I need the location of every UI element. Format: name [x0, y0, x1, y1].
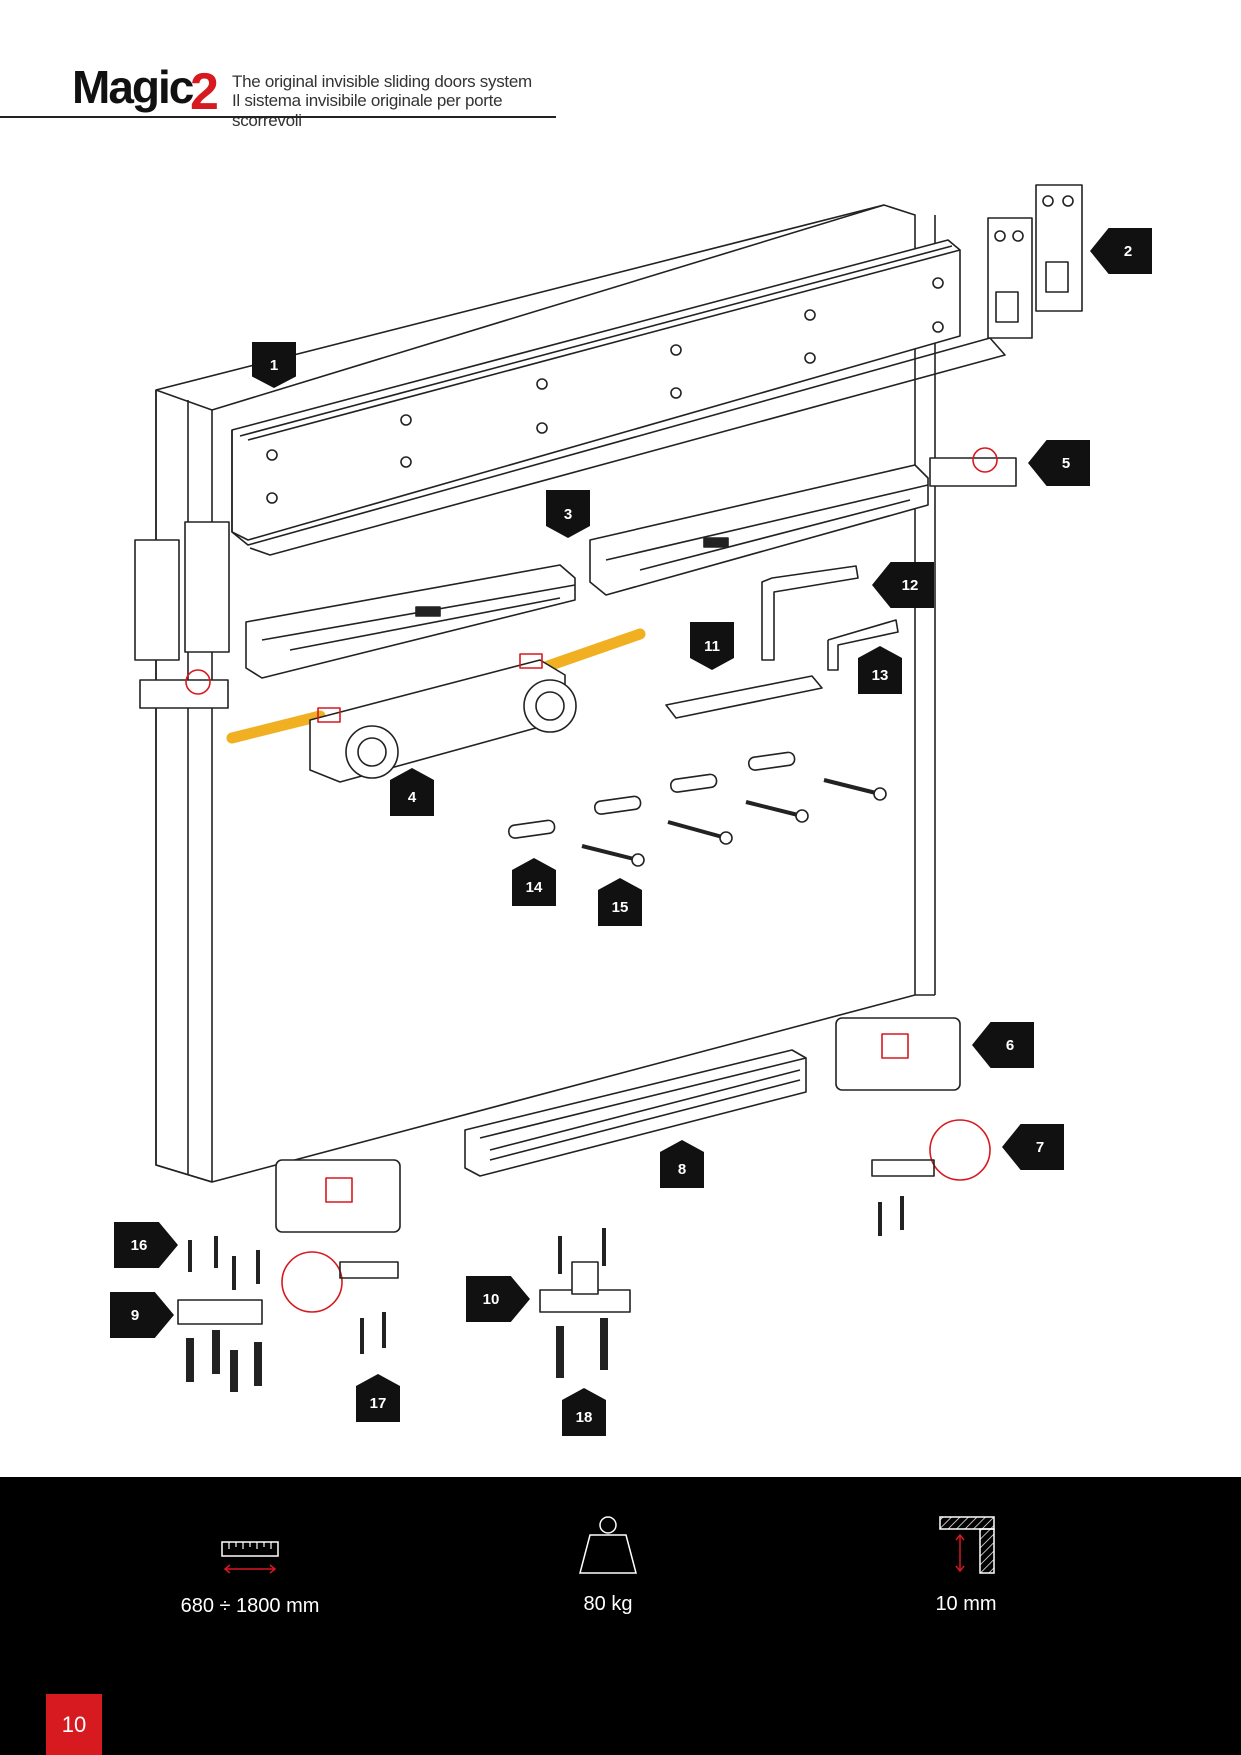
small-hardware	[177, 1196, 904, 1392]
exploded-parts-diagram: 1 2 3 4 5 6 7 8 9 10 11 12 13 14 15 16 1…	[0, 150, 1241, 1480]
stoppers	[275, 1017, 961, 1233]
brand-logo: Magic	[72, 61, 194, 113]
right-damper	[589, 464, 929, 596]
wall-brackets	[139, 447, 1017, 709]
side-plates	[134, 521, 230, 661]
tagline-italian: Il sistema invisibile originale per port…	[232, 91, 503, 130]
guide-rollers	[281, 1119, 991, 1313]
spec-door-width: 680 ÷ 1800 mm	[100, 1477, 400, 1618]
tools	[665, 565, 899, 719]
bottom-guide	[464, 1049, 807, 1177]
specs-footer: 680 ÷ 1800 mm 80 kg 10 mm	[0, 1477, 1241, 1755]
carriage	[309, 653, 577, 783]
ruler-icon	[221, 1541, 279, 1574]
part-tag-17: 17	[356, 1374, 400, 1422]
header-divider	[0, 116, 556, 118]
spec-glass-thickness: 10 mm	[816, 1477, 1116, 1616]
brand-logo-suffix: 2	[190, 63, 219, 121]
top-rail	[231, 239, 1006, 556]
page-number: 10	[46, 1694, 102, 1755]
rods	[226, 628, 646, 744]
tagline-english: The original invisible sliding doors sys…	[232, 72, 532, 91]
part-tag-4: 4	[390, 768, 434, 816]
left-damper	[245, 564, 576, 679]
spec-glass-thickness-label: 10 mm	[935, 1593, 997, 1615]
weight-icon	[579, 1516, 637, 1574]
thickness-icon	[939, 1516, 995, 1574]
spec-door-weight: 80 kg	[458, 1477, 758, 1616]
spec-door-weight-label: 80 kg	[583, 1593, 633, 1615]
spec-door-width-label: 680 ÷ 1800 mm	[180, 1595, 320, 1617]
parts-illustration	[134, 184, 1083, 1392]
end-caps	[987, 184, 1083, 339]
header: Magic 2 The original invisible sliding d…	[0, 58, 560, 130]
fasteners	[507, 751, 887, 867]
